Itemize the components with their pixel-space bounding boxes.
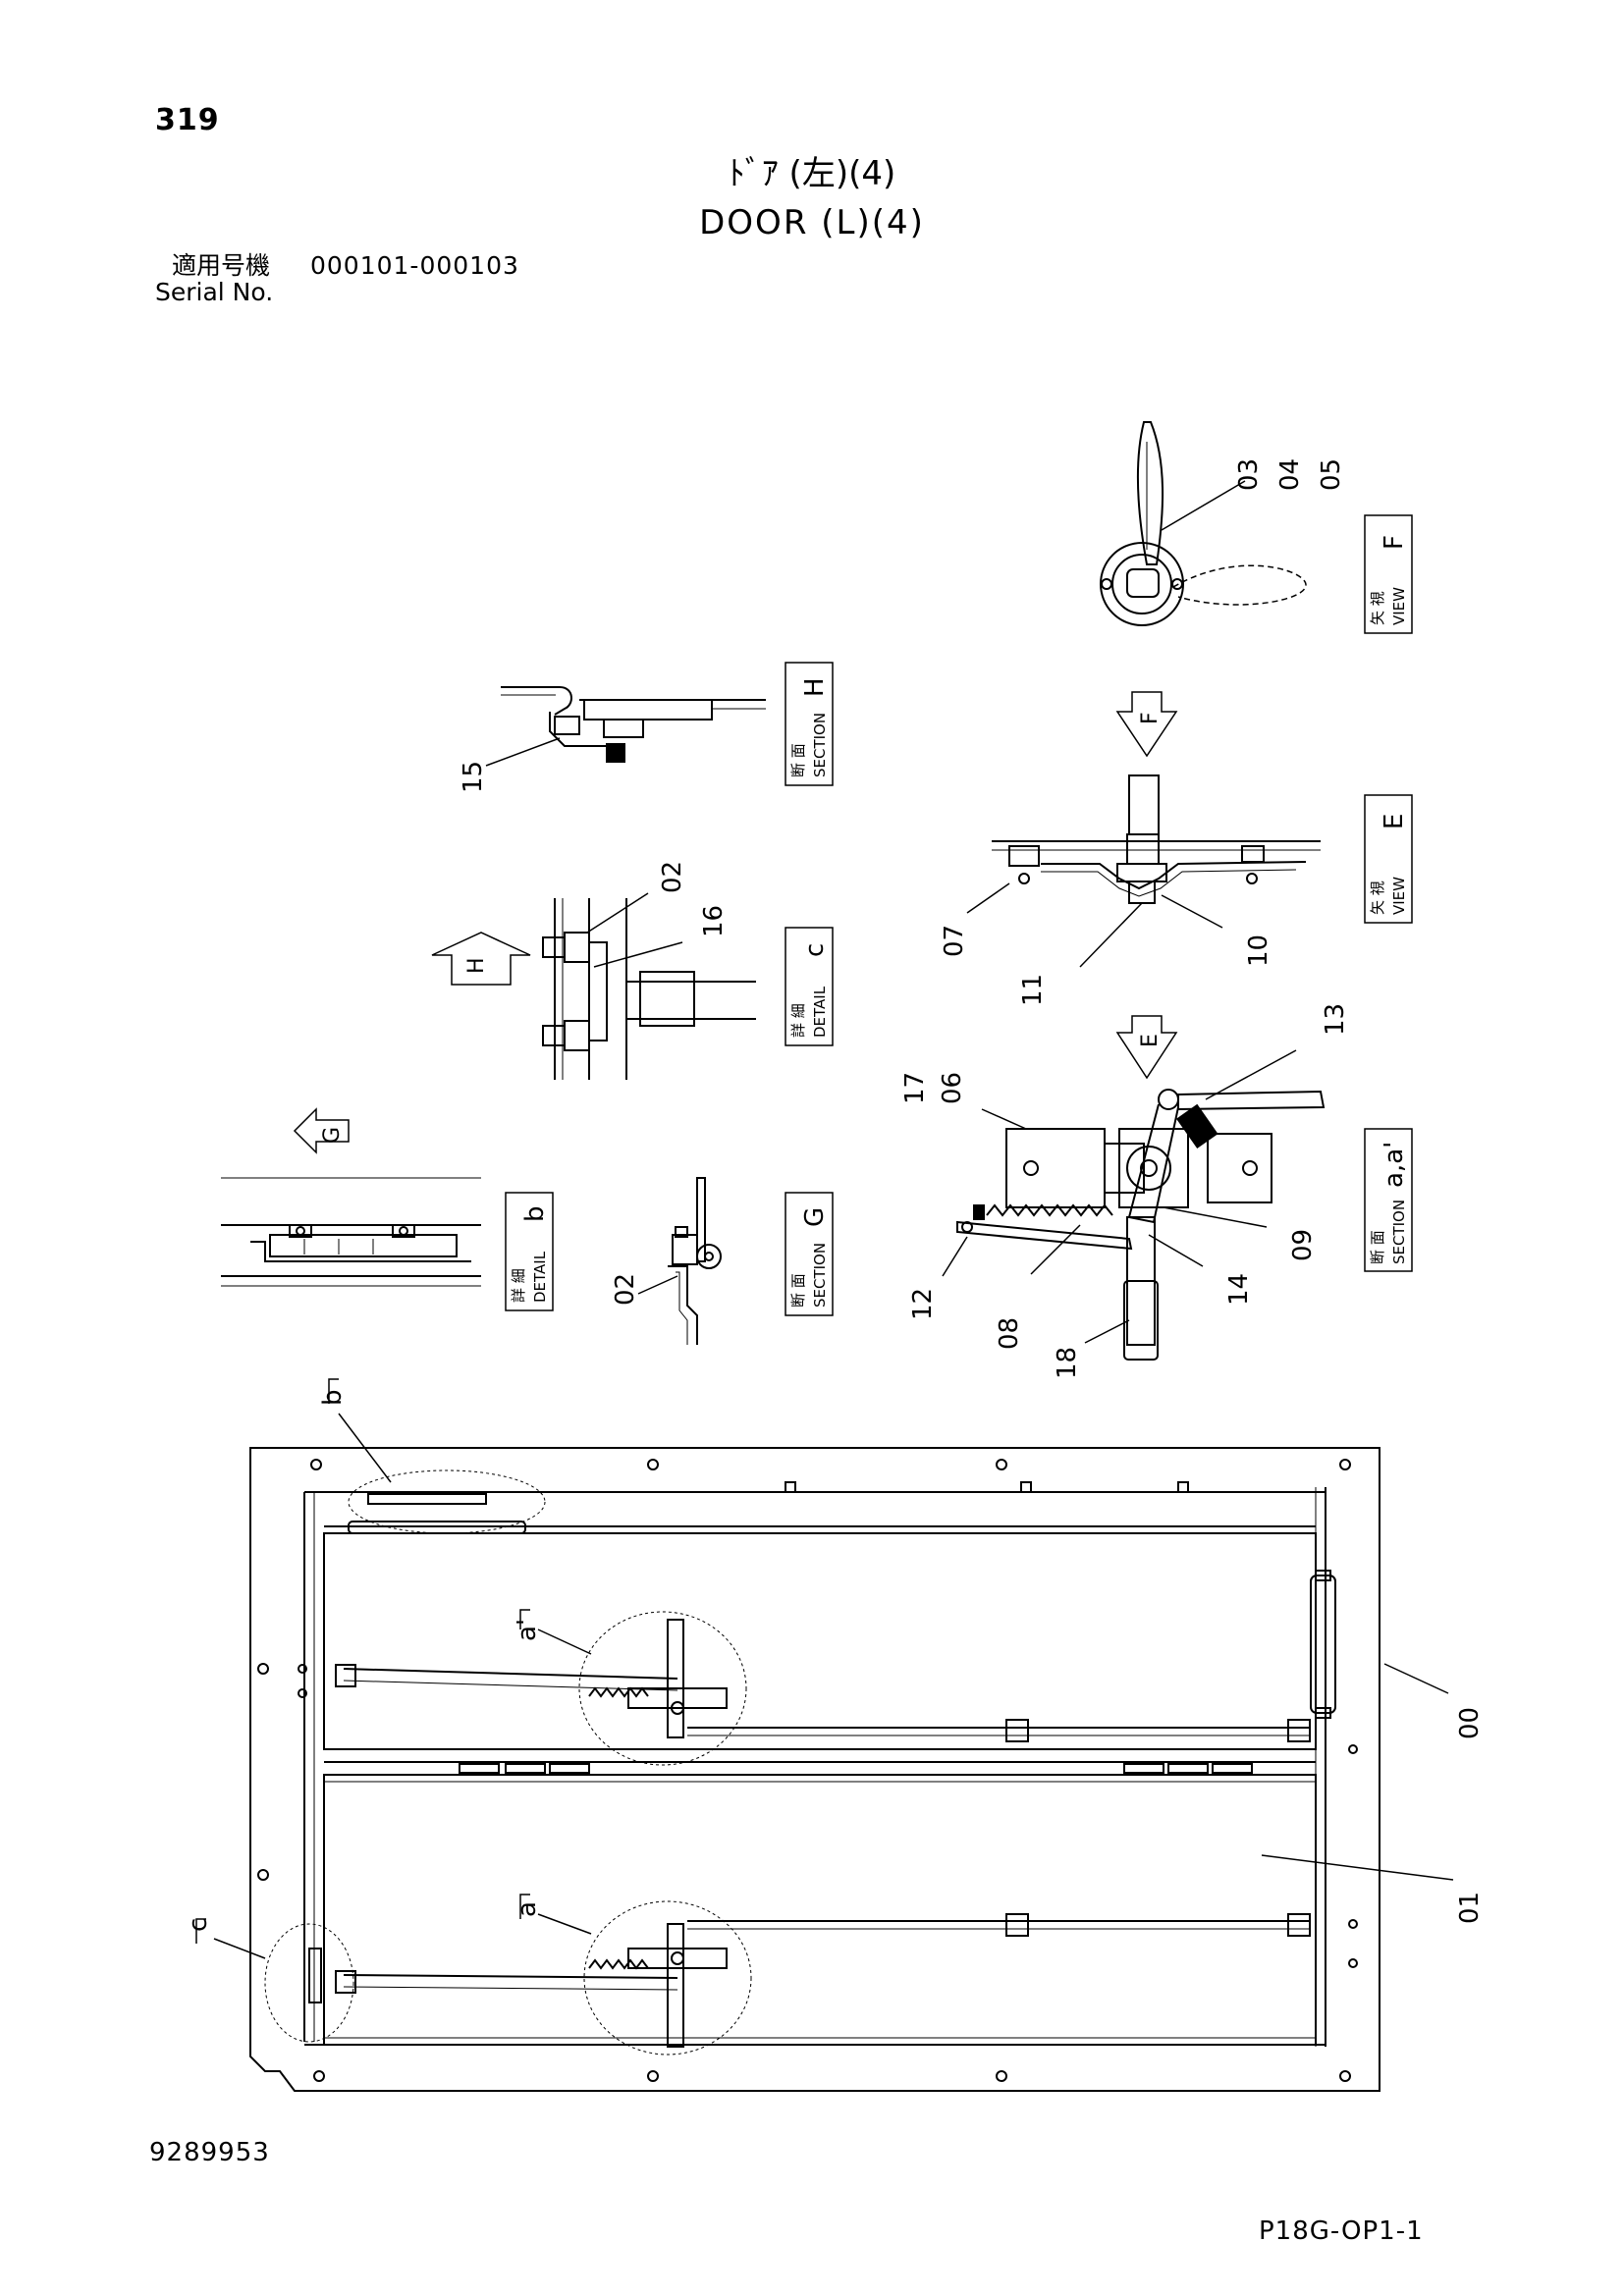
view-e-label-box: E 矢 視 VIEW (1364, 794, 1413, 924)
view-e-lock (966, 774, 1321, 968)
detail-c-label-box: c 詳 細 DETAIL (785, 927, 834, 1046)
title-japanese: ﾄﾞｱ (左)(4) (728, 154, 896, 193)
sheet-code: P18G-OP1-1 (1259, 2216, 1424, 2246)
section-h-en: SECTION (811, 713, 829, 777)
view-f-en: VIEW (1390, 587, 1408, 625)
arrow-f-letter: F (1138, 712, 1163, 724)
section-h (485, 686, 766, 767)
part-label-18: 18 (1053, 1347, 1082, 1379)
title-english: DOOR (L)(4) (699, 203, 925, 242)
marker-a-prime: a' (513, 1619, 542, 1641)
serial-label-english: Serial No. (155, 278, 274, 306)
detail-c-jp: 詳 細 (789, 1003, 807, 1038)
door-panel (249, 1447, 1380, 2092)
arrow-g-letter: G (320, 1127, 345, 1144)
marker-b: b (318, 1389, 348, 1406)
section-h-label-box: H 断 面 SECTION (785, 662, 834, 786)
part-label-17: 17 (900, 1072, 930, 1104)
section-a-label-box: a,a' 断 面 SECTION (1364, 1128, 1413, 1272)
arrow-e-letter: E (1138, 1034, 1163, 1047)
part-label-02-top: 02 (658, 861, 687, 893)
part-label-14: 14 (1224, 1273, 1254, 1306)
detail-c (542, 892, 756, 1080)
section-h-letter: H (800, 677, 830, 697)
section-a-latch (942, 1049, 1326, 1361)
section-g-en: SECTION (811, 1243, 829, 1308)
serial-label-japanese: 適用号機 (172, 251, 271, 280)
page-number: 319 (155, 103, 220, 137)
part-label-03: 03 (1234, 458, 1264, 491)
marker-a: a (513, 1901, 542, 1917)
view-f-letter: F (1380, 535, 1409, 550)
upper-latch-rod (335, 1619, 1311, 1742)
detail-b-letter: b (520, 1205, 550, 1222)
detail-circle-a-prime (578, 1611, 747, 1766)
panel-holes (257, 1459, 1358, 2082)
part-label-00: 00 (1455, 1707, 1485, 1739)
part-label-13: 13 (1321, 1003, 1350, 1036)
serial-number-range: 000101-000103 (310, 251, 519, 280)
section-g-jp: 断 面 (789, 1273, 807, 1308)
document-number: 9289953 (149, 2138, 270, 2167)
part-label-06: 06 (938, 1072, 967, 1104)
view-arrow-g: G (293, 1107, 350, 1154)
lower-latch-rod (308, 1913, 1311, 2048)
view-f-label-box: F 矢 視 VIEW (1364, 514, 1413, 634)
detail-circle-b (348, 1469, 546, 1534)
part-label-15: 15 (459, 761, 488, 793)
view-arrow-f: F (1115, 691, 1178, 758)
section-a-jp: 断 面 (1369, 1230, 1386, 1264)
section-a-en: SECTION (1390, 1200, 1408, 1264)
arrow-h-letter: H (464, 957, 489, 974)
detail-b-jp: 詳 細 (510, 1268, 527, 1303)
view-f-handle (1100, 421, 1307, 626)
view-e-en: VIEW (1390, 877, 1408, 915)
view-e-jp: 矢 視 (1369, 881, 1386, 915)
part-label-04: 04 (1275, 458, 1305, 491)
section-a-letter: a,a' (1380, 1142, 1409, 1188)
section-g-letter: G (800, 1207, 830, 1227)
part-label-01: 01 (1455, 1892, 1485, 1924)
view-f-jp: 矢 視 (1369, 591, 1386, 625)
detail-b-en: DETAIL (531, 1251, 549, 1303)
section-g (637, 1177, 722, 1345)
part-label-12: 12 (908, 1288, 938, 1320)
part-label-05: 05 (1317, 458, 1346, 491)
section-h-jp: 断 面 (789, 743, 807, 777)
part-label-07: 07 (940, 925, 969, 957)
view-arrow-h: H (431, 932, 531, 986)
part-label-16: 16 (699, 905, 729, 937)
part-label-10: 10 (1244, 934, 1273, 967)
detail-b (221, 1177, 481, 1287)
view-arrow-e: E (1115, 1015, 1178, 1080)
detail-b-label-box: b 詳 細 DETAIL (505, 1192, 554, 1311)
part-label-09: 09 (1288, 1229, 1318, 1261)
section-g-label-box: G 断 面 SECTION (785, 1192, 834, 1316)
view-e-letter: E (1380, 814, 1409, 829)
detail-c-en: DETAIL (811, 986, 829, 1038)
detail-circle-a (583, 1900, 752, 2056)
part-label-02-bottom: 02 (611, 1273, 640, 1306)
marker-c: c (184, 1918, 213, 1932)
part-label-11: 11 (1018, 974, 1048, 1006)
main-panel-leaders (195, 1378, 1454, 1959)
detail-c-letter: c (800, 943, 830, 957)
detail-circle-c (264, 1923, 354, 2043)
part-label-08: 08 (995, 1317, 1024, 1350)
